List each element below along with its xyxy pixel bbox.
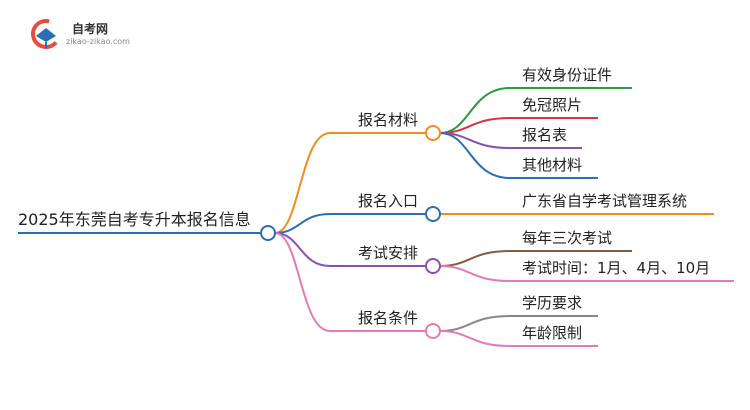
connector-branch4-leaf1: [439, 315, 598, 332]
connector-root-branch-2: [274, 213, 432, 234]
connector-branch1-leaf3: [439, 132, 582, 149]
branch-label-schedule: 考试安排: [358, 244, 419, 262]
logo-url: zikao-zikao.com: [66, 37, 130, 46]
connector-root-branch-3: [274, 232, 432, 267]
branch-2-node-circle: [425, 206, 441, 222]
leaf-label-other-materials: 其他材料: [522, 156, 583, 174]
connector-branch1-leaf4: [439, 132, 598, 179]
branch-label-entry: 报名入口: [358, 192, 419, 210]
leaf-label-education: 学历要求: [522, 294, 583, 312]
leaf-label-id-card: 有效身份证件: [522, 66, 613, 84]
connector-branch4-leaf2: [439, 330, 598, 347]
logo: [30, 18, 150, 52]
branch-1-node-circle: [425, 125, 441, 141]
connector-branch1-leaf2: [439, 117, 598, 134]
logo-mark-icon: [31, 19, 61, 49]
connector-branch3-leaf2: [439, 265, 734, 282]
leaf-label-system: 广东省自学考试管理系统: [522, 192, 688, 210]
connector-branch1-leaf1: [439, 87, 632, 134]
leaf-label-photo: 免冠照片: [522, 96, 583, 114]
connector-root-branch-1: [274, 132, 432, 234]
root-label: 2025年东莞自考专升本报名信息: [18, 210, 251, 229]
leaf-label-exam-time: 考试时间：1月、4月、10月: [522, 259, 711, 277]
branch-label-materials: 报名材料: [358, 111, 419, 129]
branch-label-conditions: 报名条件: [358, 309, 419, 327]
connector-branch3-leaf1: [439, 250, 632, 267]
branch-4-node-circle: [425, 323, 441, 339]
logo-name: 自考网: [72, 22, 109, 36]
connector-root-branch-4: [274, 232, 432, 332]
root-node-circle: [260, 225, 276, 241]
leaf-label-three-exams: 每年三次考试: [522, 229, 613, 247]
leaf-label-form: 报名表: [522, 126, 568, 144]
leaf-label-age: 年龄限制: [522, 324, 583, 342]
branch-3-node-circle: [425, 258, 441, 274]
